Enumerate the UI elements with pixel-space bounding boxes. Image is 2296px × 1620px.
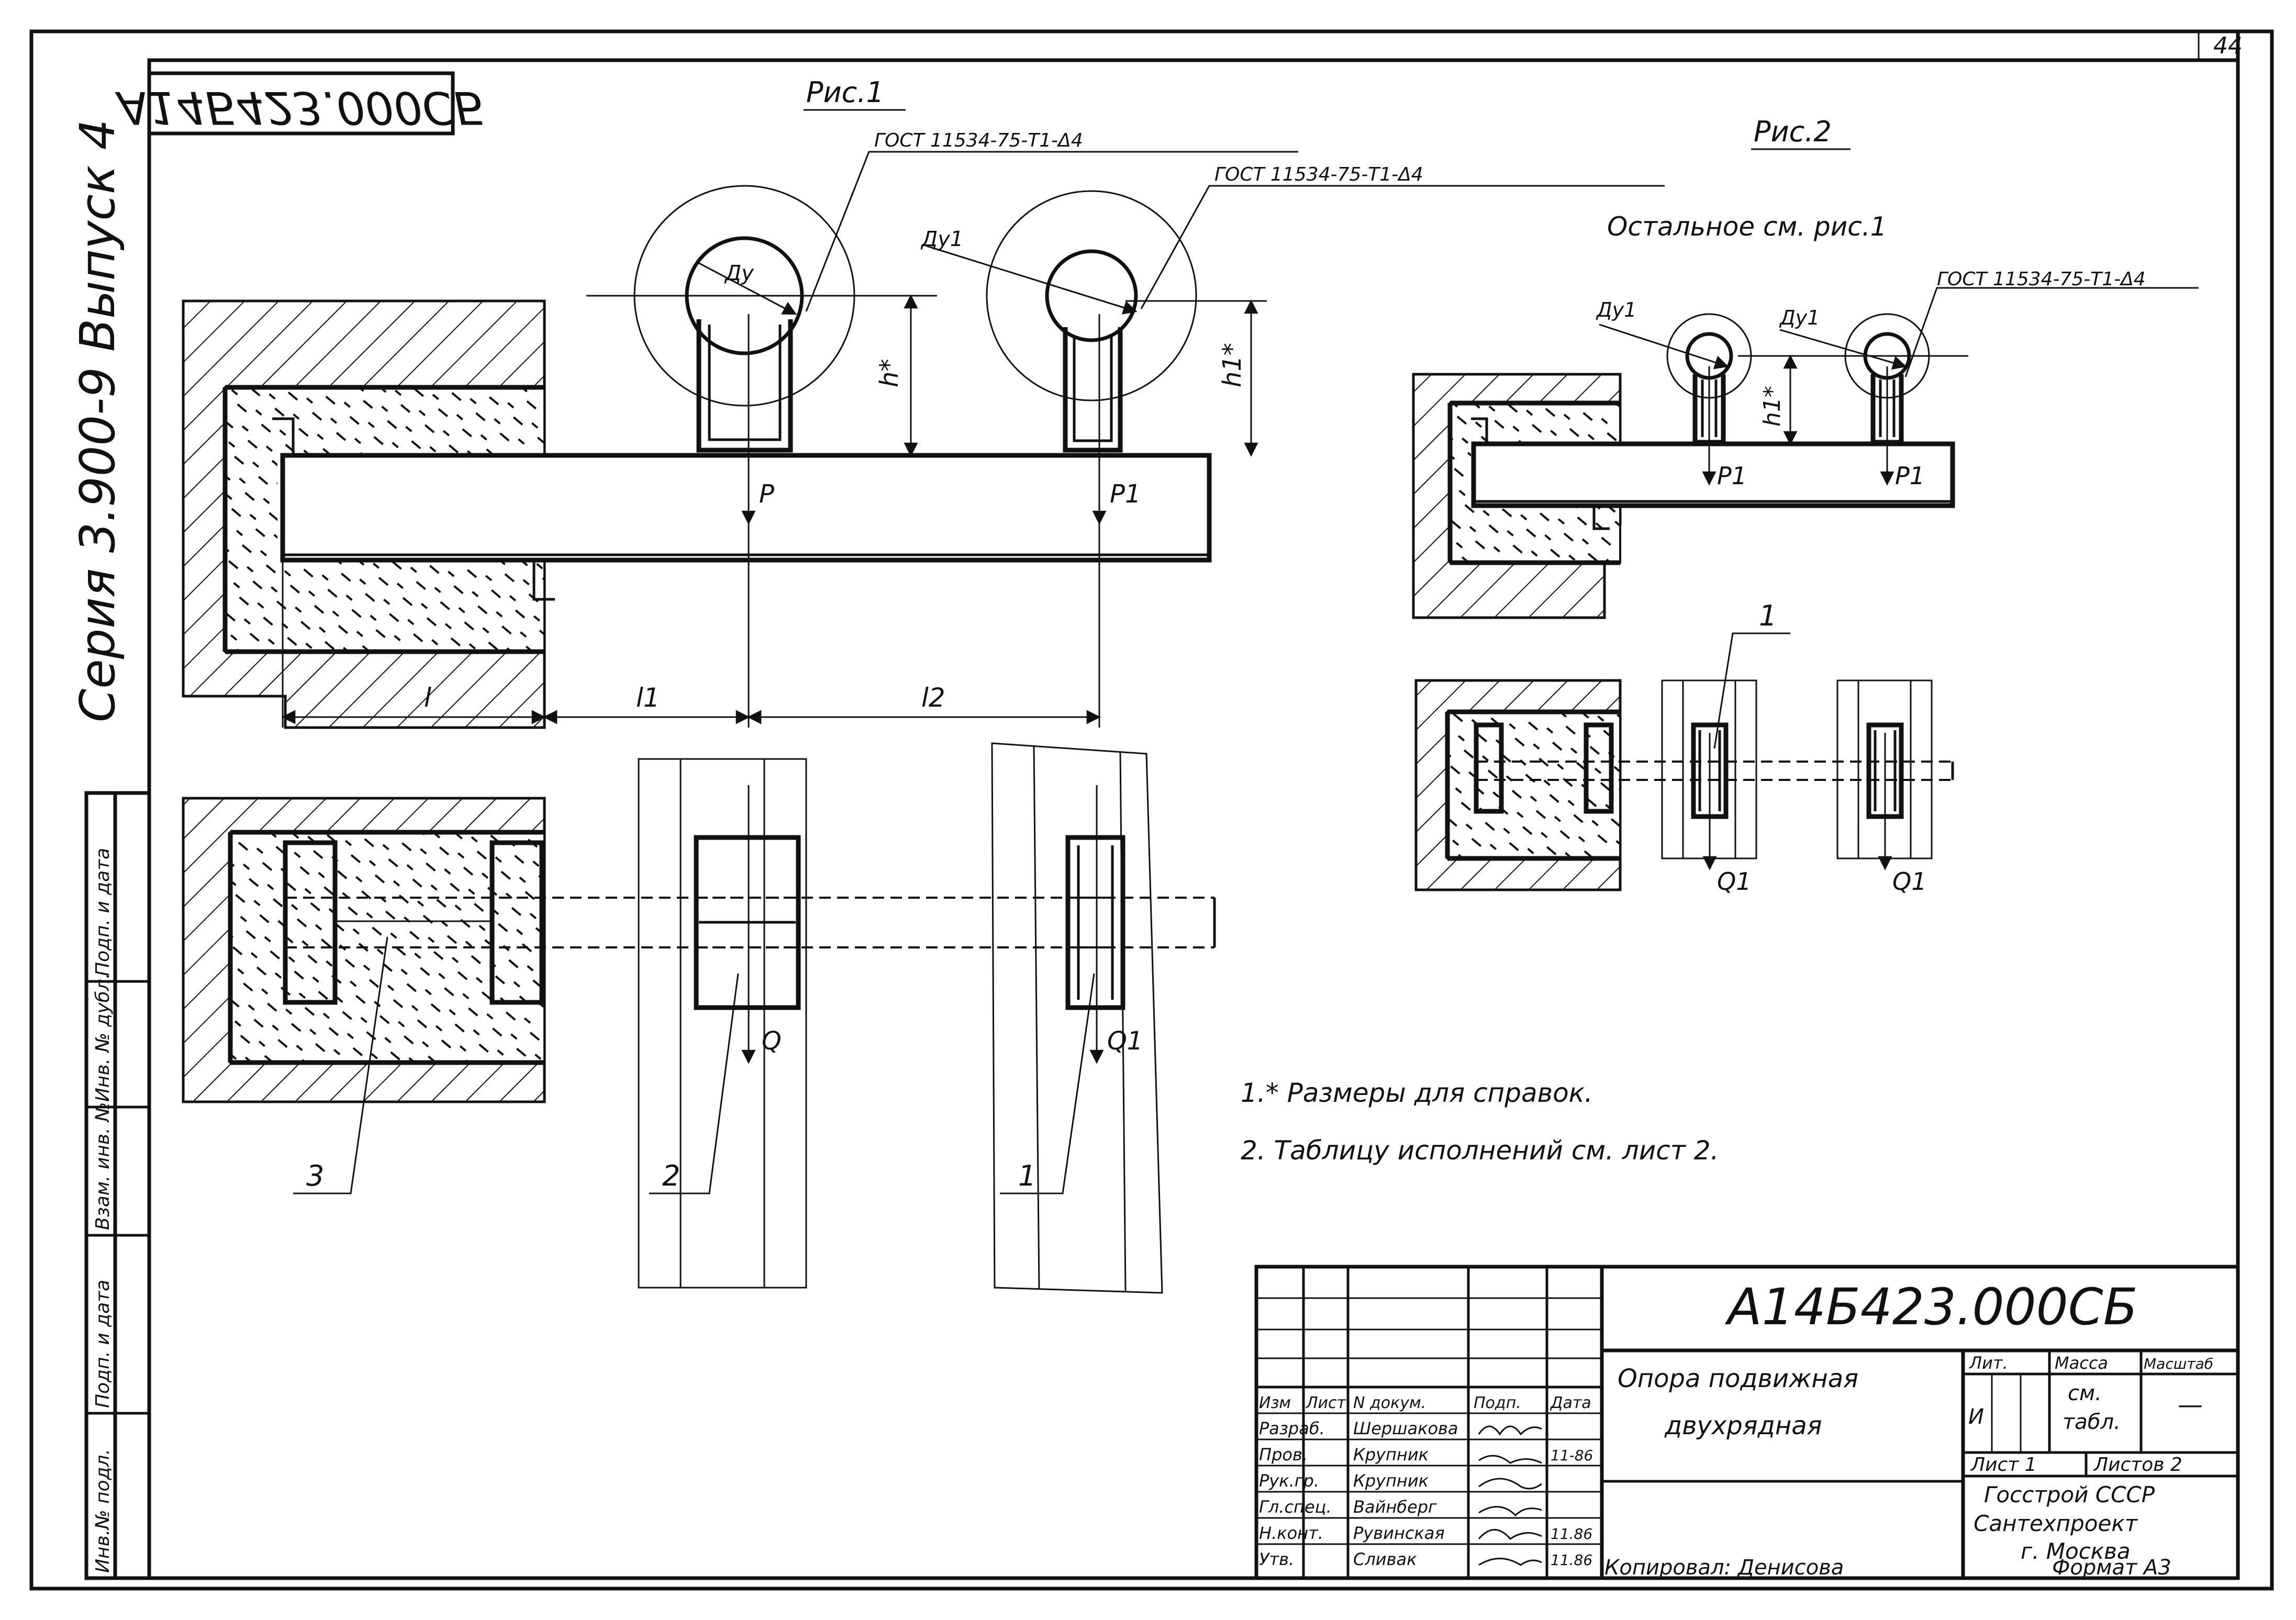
strip-inv-orig: Инв.№ подл. [92,1449,114,1573]
name-prov: Крупник [1353,1445,1429,1465]
load-q: Q [762,1026,782,1056]
du-label: Ду [724,261,754,285]
title-doc-code: А14Б423.000СБ [1724,1278,2138,1336]
sheet-number: 44 [2213,32,2243,59]
note-1: 1.* Размеры для справок. [1241,1078,1593,1108]
doc-code-top: А14Б423.000СБ [115,81,485,133]
load-q1-fig1: Q1 [1107,1026,1143,1056]
h1-label-fig2: h1* [1759,386,1786,427]
footer-format: Формат А3 [2052,1556,2171,1580]
sheet-label: Лист 1 [1970,1454,2037,1476]
org-line1: Госстрой СССР [1984,1482,2155,1507]
col-header-doc: N докум. [1353,1394,1426,1412]
load-q1-fig2-left: Q1 [1717,867,1751,896]
h-label: h* [875,359,904,387]
footer-copied-by: Копировал: Денисова [1604,1556,1844,1580]
signatures [1478,1425,1542,1566]
org-line2: Сантехпроект [1974,1511,2138,1536]
dim-l: l [424,683,431,713]
du1-label-fig2-left: Ду1 [1596,298,1636,321]
weld-mark-fig1-right: ГОСТ 11534-75-Т1-Δ4 [1214,164,1423,185]
strip-replace-inv: Взам. инв. № [92,1102,114,1230]
col-header-sign: Подп. [1474,1394,1521,1412]
series-label: Серия 3.900-9 Выпуск 4 [70,119,126,722]
role-utv: Утв. [1259,1549,1294,1569]
fig1-elevation: Ду Ду1 ГОСТ 11534-75-Т1-Δ4 ГОСТ 11534-75… [182,130,1665,729]
strip-sign-date-2: Подп. и дата [92,848,114,976]
mass-label: Масса [2055,1353,2108,1373]
fig2-title: Рис.2 [1754,115,1832,148]
lit-label: Лит. [1969,1353,2008,1373]
scale-value: — [2178,1390,2203,1420]
weld-mark-fig2: ГОСТ 11534-75-Т1-Δ4 [1937,269,2146,290]
du1-label-fig1: Ду1 [920,227,963,251]
pos-1-fig2: 1 [1759,599,1777,632]
date-nkont: 11.86 [1551,1525,1592,1543]
col-header-izm: Изм [1259,1394,1291,1412]
dim-l1: l1 [636,683,660,713]
side-stamp-strip: Инв.№ подл. Подп. и дата Взам. инв. № Ин… [84,791,151,1580]
du1-label-fig2-right: Ду1 [1779,306,1820,329]
scale-label: Масштаб [2144,1355,2213,1372]
date-utv: 11.86 [1551,1551,1592,1569]
load-p1-fig2-right: P1 [1895,462,1925,490]
sheets-label: Листов 2 [2093,1454,2182,1476]
date-prov: 11-86 [1551,1447,1593,1464]
dim-l2: l2 [921,683,945,713]
title-block [1254,1265,2240,1580]
org-line3: г. Москва [2021,1538,2131,1564]
fig2-note: Остальное см. рис.1 [1607,211,1887,242]
mass-value-1: см. [2068,1381,2102,1405]
weld-mark-fig1-left: ГОСТ 11534-75-Т1-Δ4 [874,130,1083,151]
name-razrab: Шершакова [1353,1418,1458,1438]
role-prov: Пров. [1259,1445,1308,1465]
load-q1-fig2-right: Q1 [1892,867,1926,896]
fig1-title: Рис.1 [806,76,884,109]
pos-1-fig1: 1 [1018,1159,1036,1192]
pos-3: 3 [306,1159,324,1192]
fig2-elevation: Ду1 Ду1 ГОСТ 11534-75-Т1-Δ4 h1* P1 P1 [1412,269,2199,619]
col-header-list: Лист [1306,1394,1347,1412]
strip-inv-dup: Инв. № дубл. [92,973,114,1102]
name-utv: Сливак [1353,1549,1417,1569]
name-rukgr: Крупник [1353,1471,1429,1491]
role-rukgr: Рук.гр. [1259,1471,1319,1491]
fig2-plan: Q1 Q1 1 [1414,599,1954,896]
role-razrab: Разраб. [1259,1418,1325,1438]
name-nkont: Рувинская [1353,1523,1445,1543]
lit-value: И [1968,1405,1984,1429]
fig1-plan: Q Q1 3 2 1 [182,742,1216,1294]
pos-2: 2 [662,1159,680,1192]
doc-code-box: А14Б423.000СБ [115,71,485,136]
name-glspec: Вайнберг [1353,1497,1437,1517]
note-2: 2. Таблицу исполнений см. лист 2. [1241,1135,1719,1166]
role-nkont: Н.конт. [1259,1523,1323,1543]
h1-label-fig1: h1* [1218,343,1247,387]
title-name-line1: Опора подвижная [1618,1364,1858,1393]
mass-value-2: табл. [2063,1410,2121,1434]
strip-sign-date-1: Подп. и дата [92,1280,114,1408]
load-p: P [759,479,774,509]
load-p1-fig1: P1 [1110,479,1141,509]
col-header-date: Дата [1550,1394,1591,1412]
title-name-line2: двухрядная [1664,1411,1822,1440]
load-p1-fig2-left: P1 [1717,462,1747,490]
role-glspec: Гл.спец. [1259,1497,1332,1517]
